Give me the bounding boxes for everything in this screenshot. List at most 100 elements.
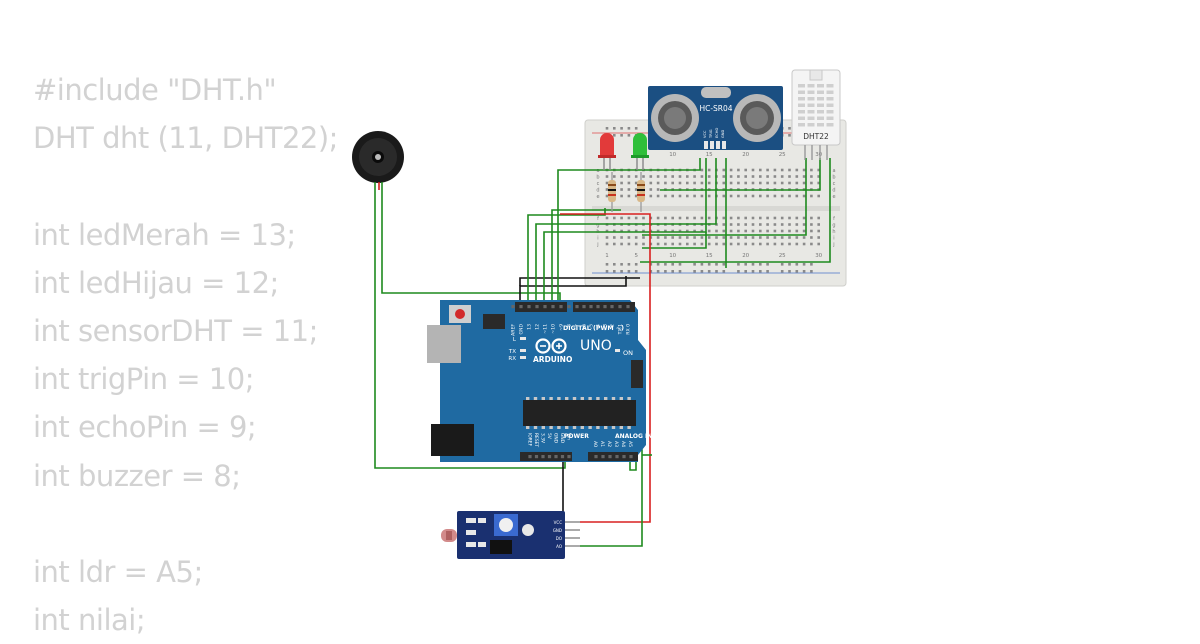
digital-pin-label: ~9 [559, 324, 565, 331]
breadboard-column-number: 30 [815, 253, 822, 259]
breadboard-column-number: 10 [669, 152, 676, 158]
digital-pin-label: AREF [511, 324, 517, 336]
analog-pin-label: A3 [613, 441, 619, 447]
resistor-2[interactable] [637, 172, 645, 212]
wire-pin10 [543, 158, 707, 305]
arduino-logo [535, 338, 567, 354]
arduino-brand: ARDUINO [533, 355, 572, 364]
code-line: int buzzer = 8; [33, 458, 241, 493]
breadboard-column-number: 20 [742, 152, 749, 158]
onboard-led-label: TX [508, 349, 516, 355]
ultrasonic-pin-label: TRIG [709, 129, 713, 139]
power-label: POWER [564, 433, 589, 440]
breadboard-row-letter: g [832, 223, 835, 229]
ultrasonic-label: HC-SR04 [699, 104, 732, 113]
power-pin-label: 3.3V [540, 433, 546, 443]
dht22-sensor[interactable]: DHT22 [791, 69, 841, 160]
power-pin-label: GND [553, 433, 559, 444]
breadboard-column-number: 15 [706, 152, 713, 158]
ultrasonic-pin-label: VCC [703, 130, 707, 138]
breadboard-column-number: 15 [706, 253, 713, 259]
arduino-uno[interactable]: UNO ARDUINO DIGITAL (PWM ~) POWER ANALOG… [427, 300, 652, 462]
digital-pin-label: ~11 [543, 324, 549, 334]
wire-green-bb-row [642, 232, 707, 249]
wire-pin13 [519, 276, 627, 305]
circuit-diagram: 115510101515202025253030 aabbccddeeffggh… [352, 69, 847, 559]
analog-label: ANALOG IN [615, 433, 652, 440]
wire-green-down-bb [640, 158, 831, 263]
dht22-grille [798, 84, 834, 127]
power-pin-label: GND [559, 433, 565, 444]
digital-pin-label: ~5 [589, 324, 595, 331]
breadboard-column-number: 1 [605, 253, 609, 259]
digital-pin-label: 8 [567, 324, 573, 327]
breadboard-row-letter: f [833, 216, 835, 222]
resistor-1[interactable] [608, 172, 616, 212]
breadboard-row-letter: f [597, 216, 599, 222]
ldr-pin-label: AO [556, 544, 562, 549]
arduino-model: UNO [580, 338, 612, 354]
digital-pin-label: ~6 [582, 324, 588, 331]
breadboard-row-letter: c [597, 181, 600, 187]
wire-right-green [642, 158, 807, 236]
breadboard-row-letter: d [596, 188, 599, 194]
digital-pin-label: 4 [596, 324, 602, 327]
breadboard-row-letter: e [596, 194, 599, 200]
digital-pin-label: ~10 [551, 324, 557, 334]
wire-red-power [560, 213, 651, 523]
code-line: int ledHijau = 12; [33, 265, 279, 300]
wire-pin12 [527, 208, 606, 305]
breadboard-row-letter: e [832, 194, 835, 200]
digital-pin-label: RX 0 [626, 324, 632, 335]
power-pin-label: RESET [533, 433, 539, 447]
onboard-led-label: RX [508, 356, 516, 362]
ldr-pin-label: VCC [554, 520, 563, 525]
led-red[interactable] [598, 133, 616, 170]
power-pin-label: IOREF [527, 433, 533, 447]
wire-buzzer-to-pin8 [381, 182, 561, 305]
breadboard-row-letter: g [596, 223, 599, 229]
wire-pin9 [551, 209, 621, 305]
digital-pin-label: 7 [575, 324, 581, 327]
digital-pin-label: 13 [527, 324, 533, 330]
breadboard-row-letter: b [596, 175, 599, 181]
breadboard-row-letter: b [832, 175, 835, 181]
analog-pin-label: A2 [606, 441, 612, 447]
analog-pin-label: A1 [599, 441, 605, 447]
ldr-pin-label: DO [556, 536, 562, 541]
breadboard-row-letter: d [832, 188, 835, 194]
breadboard-row-letter: j [832, 242, 834, 248]
on-label: ON [623, 349, 633, 357]
code-line: #include "DHT.h" [33, 73, 277, 107]
ultrasonic-pin-label: GND [721, 130, 725, 138]
wire-right-green-2 [660, 158, 821, 191]
code-line: int echoPin = 9; [33, 410, 257, 445]
breadboard-row-letter: i [833, 236, 834, 242]
power-pin-label: 5V [546, 433, 552, 439]
led-green[interactable] [631, 133, 649, 170]
breadboard-row-letter: c [833, 181, 836, 187]
code-line: int ledMerah = 13; [33, 217, 296, 252]
ultrasonic-pin-label: ECHO [715, 128, 719, 138]
digital-pin-label: 12 [535, 324, 541, 330]
digital-pin-label: 2 [610, 324, 616, 327]
breadboard-column-number: 20 [742, 253, 749, 259]
breadboard-column-number: 30 [815, 152, 822, 158]
code-line: int sensorDHT = 11; [33, 313, 318, 348]
analog-pin-label: A0 [592, 441, 598, 447]
onboard-led-label: L [513, 337, 517, 343]
wire-pin11 [535, 158, 717, 305]
buzzer[interactable] [352, 131, 404, 183]
digital-pin-label: ~3 [603, 324, 609, 331]
dht22-label: DHT22 [803, 132, 829, 141]
breadboard-row-letter: i [597, 236, 598, 242]
digital-label: DIGITAL (PWM ~) [563, 325, 624, 332]
code-line: DHT dht (11, DHT22); [33, 121, 338, 156]
analog-pin-label: A5 [627, 441, 633, 447]
